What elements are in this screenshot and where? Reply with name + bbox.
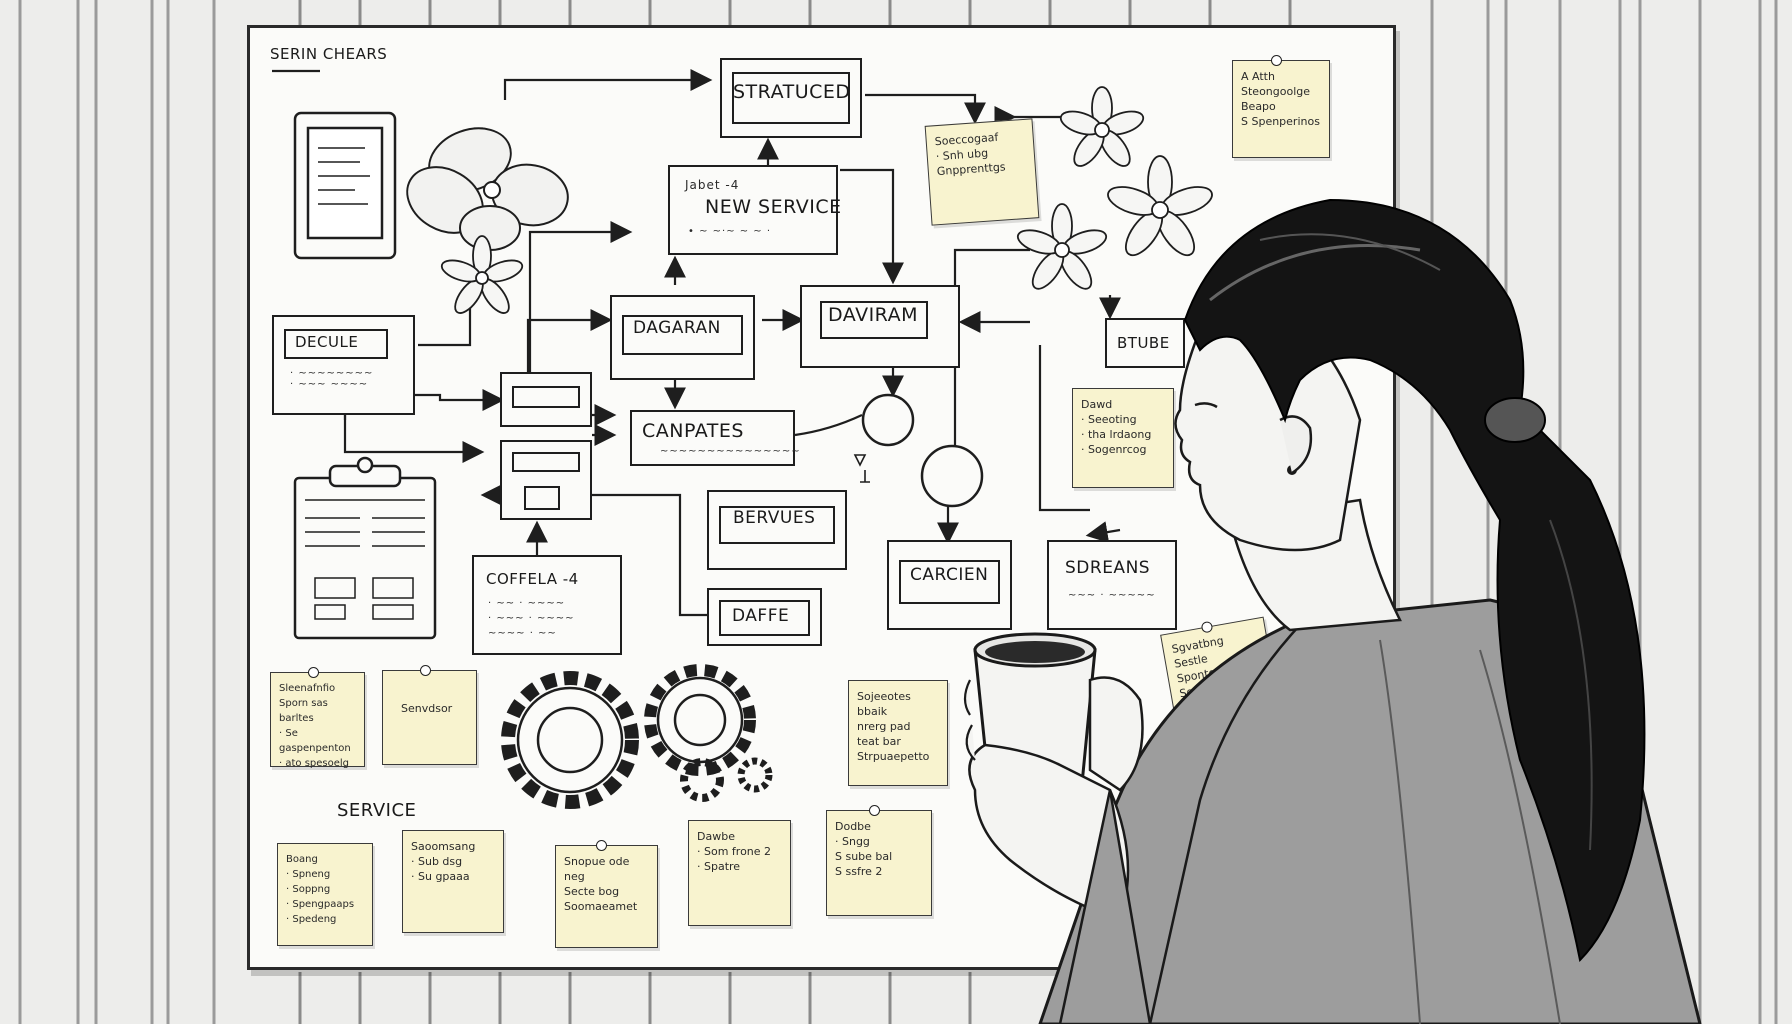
box-daffe	[707, 588, 822, 646]
box-new-service-label: NEW SERVICE	[705, 196, 842, 218]
sticky-note-bottom-2: Saoomsang · Sub dsg · Su gpaaa	[402, 830, 504, 933]
sticky-note-left-low-1: Sleenafnfio Sporn sas barltes · Se gaspe…	[270, 667, 365, 769]
sticky-note-mid-low: Sojeeotes bbaik nrerg pad teat bar Strpu…	[848, 680, 948, 786]
box-daffe-label: DAFFE	[732, 606, 790, 626]
box-canpates	[630, 410, 795, 466]
box-structured-label: STRATUCED	[733, 81, 851, 103]
box-coffela	[472, 555, 622, 655]
box-dagaran-label: DAGARAN	[633, 318, 721, 338]
box-sdreans	[1047, 540, 1177, 630]
box-small-1	[500, 372, 592, 427]
box-sdreans-scribble: ~~~ · ~~~~~	[1068, 590, 1156, 601]
box-coffela-scribble: · ~~ · ~~~~· ~~~ · ~~~~~~~~ · ~~	[488, 598, 575, 639]
box-canpates-label: CANPATES	[642, 420, 744, 442]
sticky-note-left-low-2: Senvdsor	[382, 665, 477, 765]
box-bervues-label: BERVUES	[733, 508, 816, 528]
box-canpates-scribble: ~~~~~~~~~~~~~~~	[660, 446, 801, 457]
box-carcien-label: CARCIEN	[910, 565, 989, 585]
sticky-note-bottom-4: Dawbe · Som frone 2 · Spatre	[688, 820, 791, 926]
box-bervues	[707, 490, 847, 570]
sticky-note-top-right: A Atth Steongoolge Beapo S Spenperinos	[1232, 55, 1330, 158]
sticky-note-right-low: Sgvatbng Sestle Spontes stoe Sogenrcog	[1160, 616, 1281, 734]
box-new-service	[668, 165, 838, 255]
sticky-note-bottom-5: Dodbe · Sngg S sube bal S ssfre 2	[826, 805, 932, 916]
box-dagaran	[610, 295, 755, 380]
box-btube-label: BTUBE	[1117, 334, 1170, 352]
box-coffela-label: COFFELA -4	[486, 570, 579, 588]
box-decule-scribble: · ~~~~~~~~· ~~~ ~~~~	[290, 368, 374, 390]
board-corner-label: SERIN CHEARS	[270, 45, 388, 63]
sticky-note-bottom-1: Boang · Spneng · Soppng · Spengpaaps · S…	[277, 843, 373, 946]
box-daviram	[800, 285, 960, 368]
box-structured	[720, 58, 862, 138]
box-new-service-scribble: • ~ ~·~ ~ ~ ·	[688, 226, 772, 237]
box-daviram-label: DAVIRAM	[828, 304, 919, 326]
box-decule-label: DECULE	[295, 333, 359, 351]
box-small-2	[500, 440, 592, 520]
box-sdreans-label: SDREANS	[1065, 558, 1151, 578]
box-new-service-small: Jabet -4	[685, 178, 740, 192]
box-decule	[272, 315, 415, 415]
sticky-note-top-mid: Soeccogaaf · Snh ubg Gnpprenttgs	[924, 118, 1040, 226]
sticky-note-right-mid: Dawd · Seeoting · tha lrdaong · Sogenrco…	[1072, 388, 1174, 488]
service-label: SERVICE	[337, 800, 417, 821]
sticky-note-bottom-3: Snopue ode neg Secte bog Soomaeamet	[555, 840, 658, 948]
box-btube	[1105, 318, 1185, 368]
box-carcien	[887, 540, 1012, 630]
